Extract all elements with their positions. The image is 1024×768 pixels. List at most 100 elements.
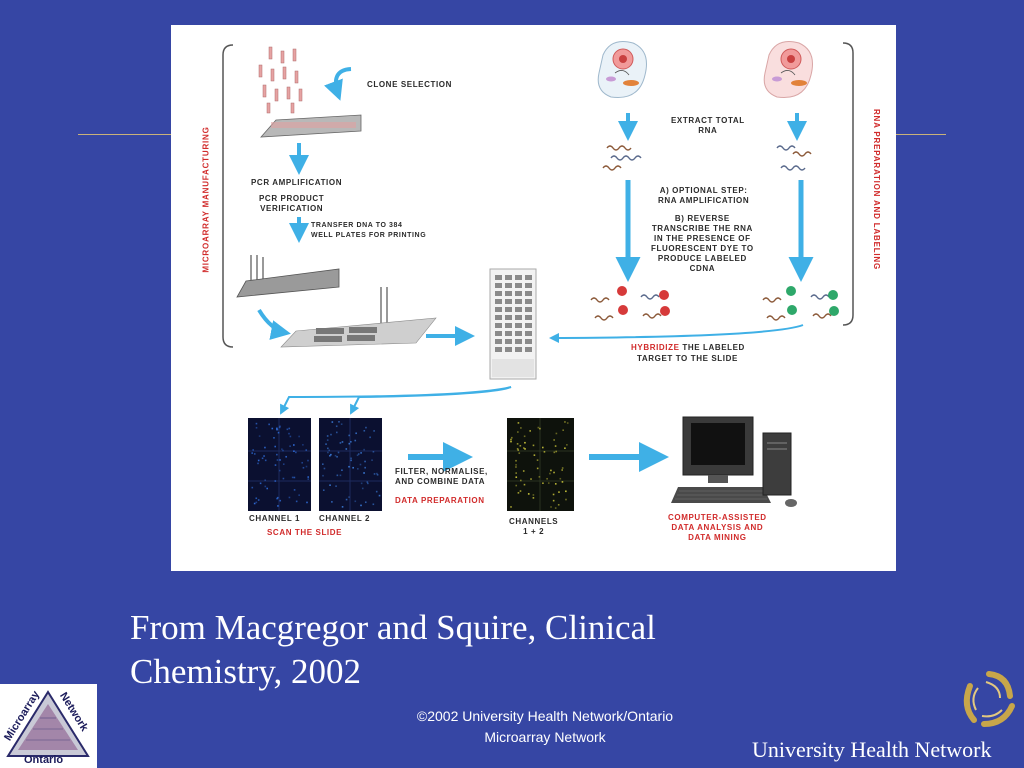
- scan-dot: [253, 453, 256, 455]
- slide-caption: From Macgregor and Squire, Clinical Chem…: [130, 608, 656, 691]
- scan-dot: [372, 450, 375, 453]
- scan-dot: [553, 471, 555, 474]
- scan-dot: [357, 453, 360, 455]
- scan-slide-label: Scan The Slide: [267, 528, 343, 537]
- logo-word-ontario: Ontario: [24, 754, 64, 766]
- pcr-amplification-label: PCR Amplification: [251, 178, 343, 187]
- scan-dot: [536, 459, 539, 461]
- ontario-microarray-network-logo: Microarray Network Ontario: [0, 684, 97, 768]
- scan-dot: [562, 429, 564, 432]
- slide-spot: [495, 299, 502, 304]
- uhn-emblem: [956, 666, 1022, 734]
- scan-dot: [550, 469, 552, 472]
- pcr-verification-label: PCR Product Verification: [259, 194, 325, 213]
- slide-spot: [495, 331, 502, 336]
- scan-dot: [355, 432, 357, 435]
- scan-dot: [348, 465, 350, 468]
- scan-dot: [276, 427, 278, 430]
- scan-dot: [330, 453, 332, 456]
- slide-spot: [525, 323, 532, 328]
- scan-dot: [282, 477, 285, 480]
- scan-dot: [524, 448, 526, 450]
- scan-dot: [345, 498, 348, 501]
- scan-dot: [561, 467, 564, 469]
- slide-label-area: [492, 359, 534, 377]
- copyright-notice: ©2002 University Health Network/Ontario …: [416, 708, 674, 745]
- scan-dot: [307, 478, 310, 480]
- scan-dot: [360, 504, 362, 507]
- scan-grid: [248, 418, 382, 511]
- clone-selection-curved-arrow: [324, 67, 352, 101]
- triangle-logo-icon: [6, 690, 90, 757]
- labeled-cdna-left: [590, 286, 670, 321]
- scan-dot: [373, 473, 376, 475]
- scan-dot: [326, 435, 329, 437]
- scan-dot: [264, 446, 266, 449]
- printed-slides: [314, 327, 377, 342]
- scan-dot: [515, 472, 518, 474]
- scan-dot: [539, 427, 541, 430]
- scan-dot: [251, 486, 254, 489]
- scan-dot: [553, 451, 556, 454]
- scan-dot: [515, 459, 517, 462]
- slide-spot: [515, 347, 522, 352]
- scan-dot: [363, 472, 365, 474]
- scan-dot: [549, 472, 551, 475]
- scan-dot: [251, 452, 253, 454]
- slide-spot: [525, 291, 532, 296]
- scan-dot: [295, 451, 297, 454]
- scan-dot: [350, 457, 352, 460]
- scan-dot: [372, 503, 375, 506]
- scan-dot: [547, 482, 550, 484]
- slide-spot: [515, 283, 522, 288]
- channel2-label: Channel 2: [319, 514, 371, 523]
- scan-dot: [376, 473, 379, 476]
- slide-spot: [505, 339, 512, 344]
- scan-dot: [510, 506, 512, 508]
- scan-dot: [369, 436, 371, 439]
- slide-spot: [495, 323, 502, 328]
- scan-dot: [257, 459, 260, 462]
- scan-dot: [305, 465, 308, 468]
- arrow-hybridize: [549, 324, 804, 343]
- scan-dot: [279, 499, 282, 502]
- slide-spot: [495, 283, 502, 288]
- scan-dot: [289, 445, 291, 448]
- hybridize-line2-label: Target to the Slide: [637, 354, 738, 363]
- slide-spot: [525, 283, 532, 288]
- scan-dot: [363, 429, 366, 432]
- right-bracket: [842, 42, 854, 326]
- scan-dot: [306, 501, 308, 504]
- scan-dot: [273, 436, 275, 439]
- plate-wells: [271, 122, 356, 128]
- scan-dot: [517, 431, 519, 433]
- scan-dot: [255, 422, 258, 425]
- workflow-diagram: [222, 41, 854, 511]
- optional-step-label: A) Optional step: RNA Amplification: [658, 186, 750, 205]
- scan-dot: [348, 434, 350, 437]
- scan-dot: [336, 474, 339, 477]
- slide-spot: [495, 339, 502, 344]
- scan-dot: [288, 496, 291, 499]
- slide-spot: [505, 323, 512, 328]
- scan-dot: [268, 423, 270, 426]
- slide-spot: [505, 275, 512, 280]
- channels-combined-label: Channels 1 + 2: [509, 517, 559, 536]
- scan-dot: [341, 469, 343, 472]
- scan-dot: [543, 451, 546, 453]
- slide-spot: [505, 291, 512, 296]
- scan-dot: [523, 483, 526, 486]
- scan-dot: [327, 451, 329, 454]
- scan-dot: [293, 489, 296, 491]
- scan-dot: [298, 494, 300, 496]
- slide-spot: [515, 291, 522, 296]
- slide-spot: [505, 347, 512, 352]
- scan-dot: [322, 463, 324, 465]
- scan-dot: [523, 435, 526, 438]
- scan-dot: [557, 503, 560, 506]
- scan-dot: [357, 468, 359, 470]
- scan-dot: [561, 481, 564, 483]
- well-plate: [236, 268, 340, 298]
- scan-dot: [517, 422, 520, 424]
- labeled-cdna-right: [762, 286, 839, 321]
